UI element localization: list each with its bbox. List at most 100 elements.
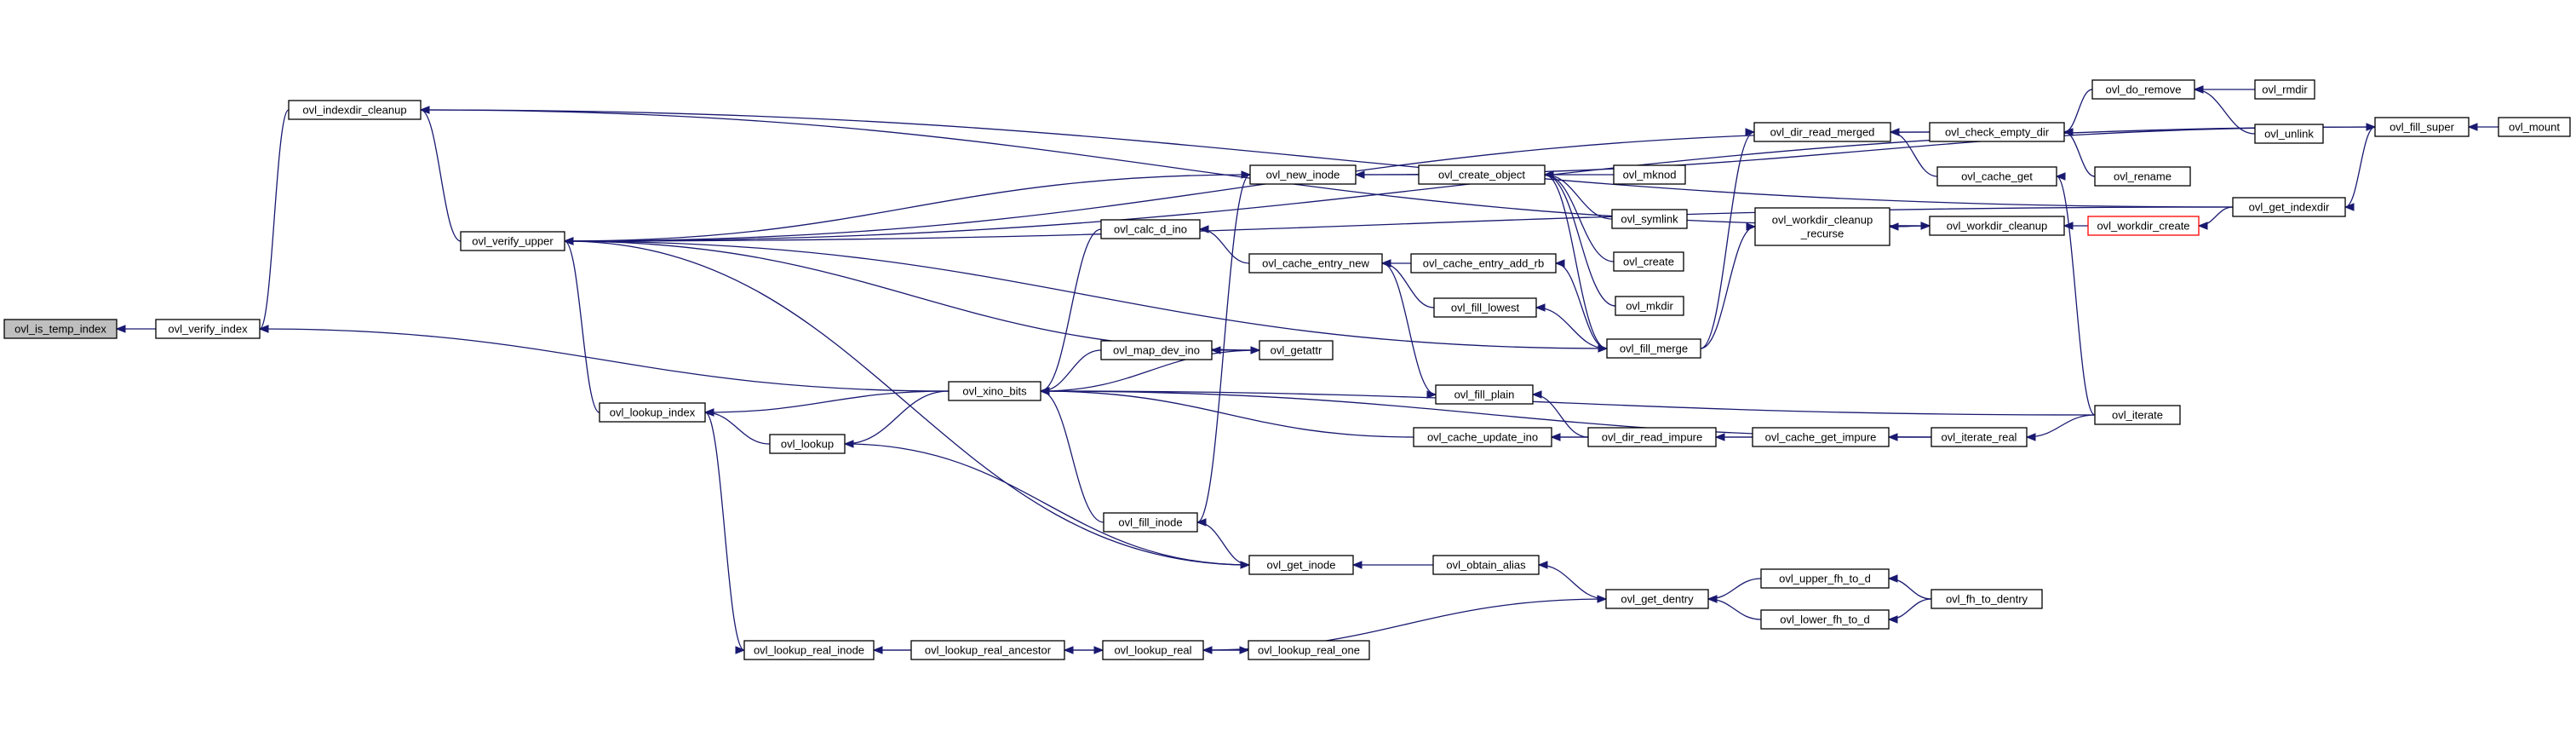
edge-ovl_fill_inode-to-ovl_xino_bits [1040, 390, 1104, 523]
node-ovl-indexdir-cleanup[interactable]: ovl_indexdir_cleanup [288, 100, 422, 120]
node-ovl-lookup-real-inode[interactable]: ovl_lookup_real_inode [743, 640, 875, 660]
arrowhead-ovl_lookup_real_inode [735, 646, 746, 654]
node-ovl-verify-upper[interactable]: ovl_verify_upper [460, 231, 565, 251]
arrowhead-ovl_cache_entry_add_rb [1554, 259, 1565, 268]
arrowhead-ovl_do_remove [2193, 85, 2204, 94]
node-box [2094, 166, 2191, 187]
node-ovl-cache-entry-new[interactable]: ovl_cache_entry_new [1248, 253, 1383, 274]
edge-ovl_get_dentry-to-ovl_obtain_alias [1538, 564, 1607, 600]
node-ovl-check-empty-dir[interactable]: ovl_check_empty_dir [1929, 122, 2065, 142]
node-box [1418, 164, 1546, 185]
node-label: ovl_get_indexdir [2249, 201, 2330, 214]
arrowhead-ovl_verify_upper [563, 237, 574, 245]
edge-ovl_new_inode-to-ovl_verify_upper [564, 174, 1251, 242]
node-ovl-get-inode[interactable]: ovl_get_inode [1248, 555, 1354, 575]
node-ovl-lookup-index[interactable]: ovl_lookup_index [599, 402, 706, 423]
node-ovl-lookup-real-ancestor[interactable]: ovl_lookup_real_ancestor [910, 640, 1065, 660]
node-ovl-iterate[interactable]: ovl_iterate [2094, 405, 2181, 425]
node-ovl-workdir-cleanup[interactable]: ovl_workdir_cleanup [1929, 216, 2065, 236]
edge-ovl_xino_bits-to-ovl_lookup_index [704, 390, 950, 413]
node-label: ovl_fill_merge [1620, 343, 1688, 355]
node-ovl-iterate-real[interactable]: ovl_iterate_real [1931, 427, 2028, 447]
node-label: ovl_fill_super [2390, 121, 2455, 134]
node-box [2254, 124, 2324, 144]
edge-ovl_fill_inode-to-ovl_new_inode [1196, 174, 1251, 523]
node-ovl-workdir-create[interactable]: ovl_workdir_create [2087, 216, 2200, 236]
node-label: ovl_cache_entry_add_rb [1423, 257, 1544, 270]
node-ovl-unlink[interactable]: ovl_unlink [2254, 124, 2324, 144]
edge-ovl_lookup-to-ovl_get_inode [844, 443, 1250, 566]
arrowhead-ovl_fill_plain [1531, 390, 1542, 399]
node-ovl-cache-entry-add-rb[interactable]: ovl_cache_entry_add_rb [1410, 253, 1557, 274]
edge-ovl_fh_to_dentry-to-ovl_lower_fh_to_d [1888, 598, 1932, 620]
node-ovl-symlink[interactable]: ovl_symlink [1611, 209, 1688, 229]
node-ovl-create[interactable]: ovl_create [1613, 251, 1684, 272]
arrowhead-ovl_workdir_cleanup_recurse [1746, 222, 1757, 231]
node-ovl-rename[interactable]: ovl_rename [2094, 166, 2191, 187]
edge-ovl_fill_super-to-ovl_get_indexdir [2344, 126, 2376, 208]
edge-ovl_verify_upper-to-ovl_indexdir_cleanup [420, 109, 462, 242]
node-ovl-xino-bits[interactable]: ovl_xino_bits [948, 381, 1041, 401]
node-ovl-map-dev-ino[interactable]: ovl_map_dev_ino [1100, 340, 1213, 360]
node-ovl-calc-d-ino[interactable]: ovl_calc_d_ino [1100, 219, 1201, 239]
node-label: ovl_lookup_real [1114, 644, 1191, 657]
node-label: ovl_lookup_real_one [1258, 644, 1360, 657]
node-ovl-dir-read-merged[interactable]: ovl_dir_read_merged [1753, 122, 1891, 142]
edge-ovl_indexdir_cleanup-to-ovl_verify_index [259, 109, 290, 330]
node-box [2094, 405, 2181, 425]
arrowhead-ovl_lookup_index [703, 408, 714, 417]
node-ovl-dir-read-impure[interactable]: ovl_dir_read_impure [1587, 427, 1717, 447]
arrowhead-ovl_cache_get_impure [1887, 433, 1898, 441]
node-ovl-lookup-real[interactable]: ovl_lookup_real [1102, 640, 1204, 660]
node-ovl-obtain-alias[interactable]: ovl_obtain_alias [1432, 555, 1540, 575]
edge-ovl_create_object-to-ovl_fill_merge [1544, 174, 1608, 349]
node-ovl-mkdir[interactable]: ovl_mkdir [1615, 296, 1684, 316]
node-box [2087, 216, 2200, 236]
node-ovl-lookup-real-one[interactable]: ovl_lookup_real_one [1248, 640, 1370, 660]
node-ovl-fill-lowest[interactable]: ovl_fill_lowest [1433, 297, 1537, 318]
node-ovl-cache-get-impure[interactable]: ovl_cache_get_impure [1752, 427, 1890, 447]
node-ovl-fill-super[interactable]: ovl_fill_super [2374, 117, 2470, 137]
edge-ovl_iterate-to-ovl_cache_get [2056, 176, 2096, 416]
arrowhead-ovl_lookup_real_one [1239, 646, 1250, 654]
node-ovl-mknod[interactable]: ovl_mknod [1613, 164, 1686, 185]
node-ovl-is-temp-index[interactable]: ovl_is_temp_index [3, 319, 118, 339]
node-ovl-new-inode[interactable]: ovl_new_inode [1249, 164, 1357, 185]
node-ovl-get-indexdir[interactable]: ovl_get_indexdir [2232, 197, 2346, 217]
node-ovl-fill-merge[interactable]: ovl_fill_merge [1606, 338, 1701, 359]
node-ovl-cache-update-ino[interactable]: ovl_cache_update_ino [1413, 427, 1552, 447]
arrowhead-ovl_fill_plain [1426, 390, 1437, 399]
node-label: ovl_fill_plain [1454, 389, 1515, 401]
node-ovl-workdir-cleanup-recurse[interactable]: ovl_workdir_cleanup_recurse [1754, 207, 1890, 246]
node-ovl-lookup[interactable]: ovl_lookup [769, 434, 846, 454]
node-ovl-rmdir[interactable]: ovl_rmdir [2254, 79, 2315, 100]
node-box [3, 319, 118, 339]
node-ovl-fill-inode[interactable]: ovl_fill_inode [1103, 512, 1198, 533]
node-label: _recurse [1800, 228, 1845, 240]
edge-ovl_getattr-to-ovl_xino_bits [1040, 349, 1260, 392]
node-box [1249, 164, 1357, 185]
node-ovl-get-dentry[interactable]: ovl_get_dentry [1605, 589, 1709, 609]
node-box [1248, 253, 1383, 274]
node-label: ovl_mknod [1623, 169, 1677, 181]
node-label: ovl_check_empty_dir [1945, 126, 2050, 139]
node-label: ovl_workdir_cleanup [1772, 214, 1873, 227]
node-label: ovl_iterate [2112, 409, 2163, 422]
node-box [599, 402, 706, 423]
node-box [2254, 79, 2315, 100]
node-ovl-cache-get[interactable]: ovl_cache_get [1936, 166, 2057, 187]
node-ovl-getattr[interactable]: ovl_getattr [1259, 340, 1334, 360]
node-ovl-fh-to-dentry[interactable]: ovl_fh_to_dentry [1931, 589, 2043, 609]
edge-ovl_unlink-to-ovl_do_remove [2194, 89, 2256, 135]
arrowhead-ovl_workdir_cleanup [2063, 222, 2074, 230]
node-ovl-verify-index[interactable]: ovl_verify_index [155, 319, 261, 339]
node-ovl-lower-fh-to-d[interactable]: ovl_lower_fh_to_d [1760, 609, 1890, 630]
node-box [1432, 555, 1540, 575]
node-label: ovl_verify_upper [472, 235, 554, 248]
node-ovl-fill-plain[interactable]: ovl_fill_plain [1435, 384, 1534, 405]
node-ovl-upper-fh-to-d[interactable]: ovl_upper_fh_to_d [1760, 568, 1890, 589]
node-ovl-create-object[interactable]: ovl_create_object [1418, 164, 1546, 185]
node-ovl-mount[interactable]: ovl_mount [2498, 117, 2571, 137]
node-label: ovl_is_temp_index [14, 323, 106, 336]
node-ovl-do-remove[interactable]: ovl_do_remove [2091, 79, 2195, 100]
